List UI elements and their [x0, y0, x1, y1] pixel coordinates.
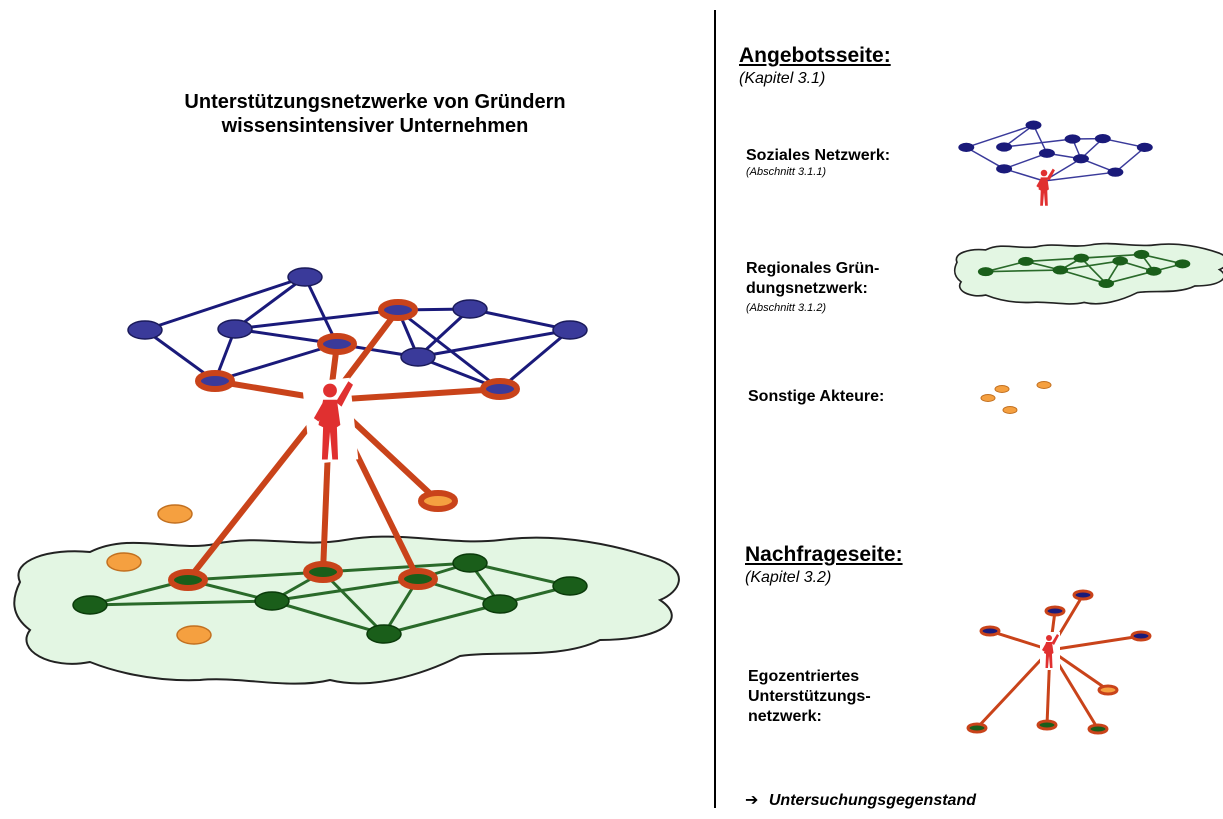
regional-network-nodes — [72, 553, 588, 644]
social-node-tied — [195, 370, 235, 392]
social-network-nodes — [127, 267, 588, 367]
supply-side-chapter: (Kapitel 3.1) — [739, 70, 826, 87]
main-title: Unterstützungsnetzwerke von Gründern wis… — [100, 90, 650, 138]
legend-ego-network-icon — [966, 589, 1152, 735]
social-node-tied — [317, 333, 357, 355]
legend-regional-network-icon — [953, 242, 1223, 305]
social-node-tied — [480, 378, 520, 400]
social-node — [400, 347, 436, 367]
regional-node-tied — [168, 569, 208, 591]
other-actor-node — [106, 552, 142, 572]
regional-node — [366, 624, 402, 644]
other-actor-nodes — [106, 504, 212, 645]
arrow-right-icon: ➔ — [745, 792, 759, 809]
legend-other-actors-icon — [980, 381, 1052, 414]
social-node — [552, 320, 588, 340]
ego-network-label: Egozentriertes Unterstützungs- netzwerk: — [748, 667, 871, 727]
demand-side-chapter: (Kapitel 3.2) — [745, 569, 832, 586]
regional-node — [452, 553, 488, 573]
regional-node-tied — [398, 568, 438, 590]
regional-node — [254, 591, 290, 611]
regional-network-label-line1: Regionales Grün- — [746, 260, 880, 277]
regional-network-label-line2: dungsnetzwerk: — [746, 280, 868, 297]
regional-node — [72, 595, 108, 615]
research-subject: ➔ Untersuchungsgegenstand — [745, 790, 976, 810]
demand-side-heading: Nachfrageseite: — [745, 543, 903, 566]
regional-node — [552, 576, 588, 596]
supply-side-heading: Angebotsseite: — [739, 44, 891, 67]
legend-social-network-icon — [958, 120, 1153, 206]
social-network-section: (Abschnitt 3.1.1) — [746, 166, 827, 178]
regional-network-section: (Abschnitt 3.1.2) — [746, 302, 827, 314]
social-node — [217, 319, 253, 339]
other-actor-node-tied — [418, 490, 458, 512]
regional-nodes-with-ego-tie — [168, 561, 438, 591]
regional-node-tied — [303, 561, 343, 583]
main-title-line2: wissensintensiver Unternehmen — [221, 115, 529, 137]
main-title-line1: Unterstützungsnetzwerke von Gründern — [184, 91, 566, 113]
social-network-label: Soziales Netzwerk: — [746, 147, 891, 164]
regional-node — [482, 594, 518, 614]
social-nodes-with-ego-tie — [195, 299, 520, 400]
other-actor-node — [157, 504, 193, 524]
ego-network-label-line3: netzwerk: — [748, 708, 822, 725]
other-actors-label: Sonstige Akteure: — [748, 388, 885, 405]
social-node — [452, 299, 488, 319]
vertical-divider — [714, 10, 716, 808]
other-actor-node — [176, 625, 212, 645]
research-subject-text: Untersuchungsgegenstand — [768, 792, 976, 809]
social-node — [127, 320, 163, 340]
social-node-tied — [378, 299, 418, 321]
ego-network-label-line2: Unterstützungs- — [748, 688, 871, 705]
ego-network-label-line1: Egozentriertes — [748, 668, 860, 685]
social-node — [287, 267, 323, 287]
regional-network-label: Regionales Grün- dungsnetzwerk: — [746, 259, 879, 299]
